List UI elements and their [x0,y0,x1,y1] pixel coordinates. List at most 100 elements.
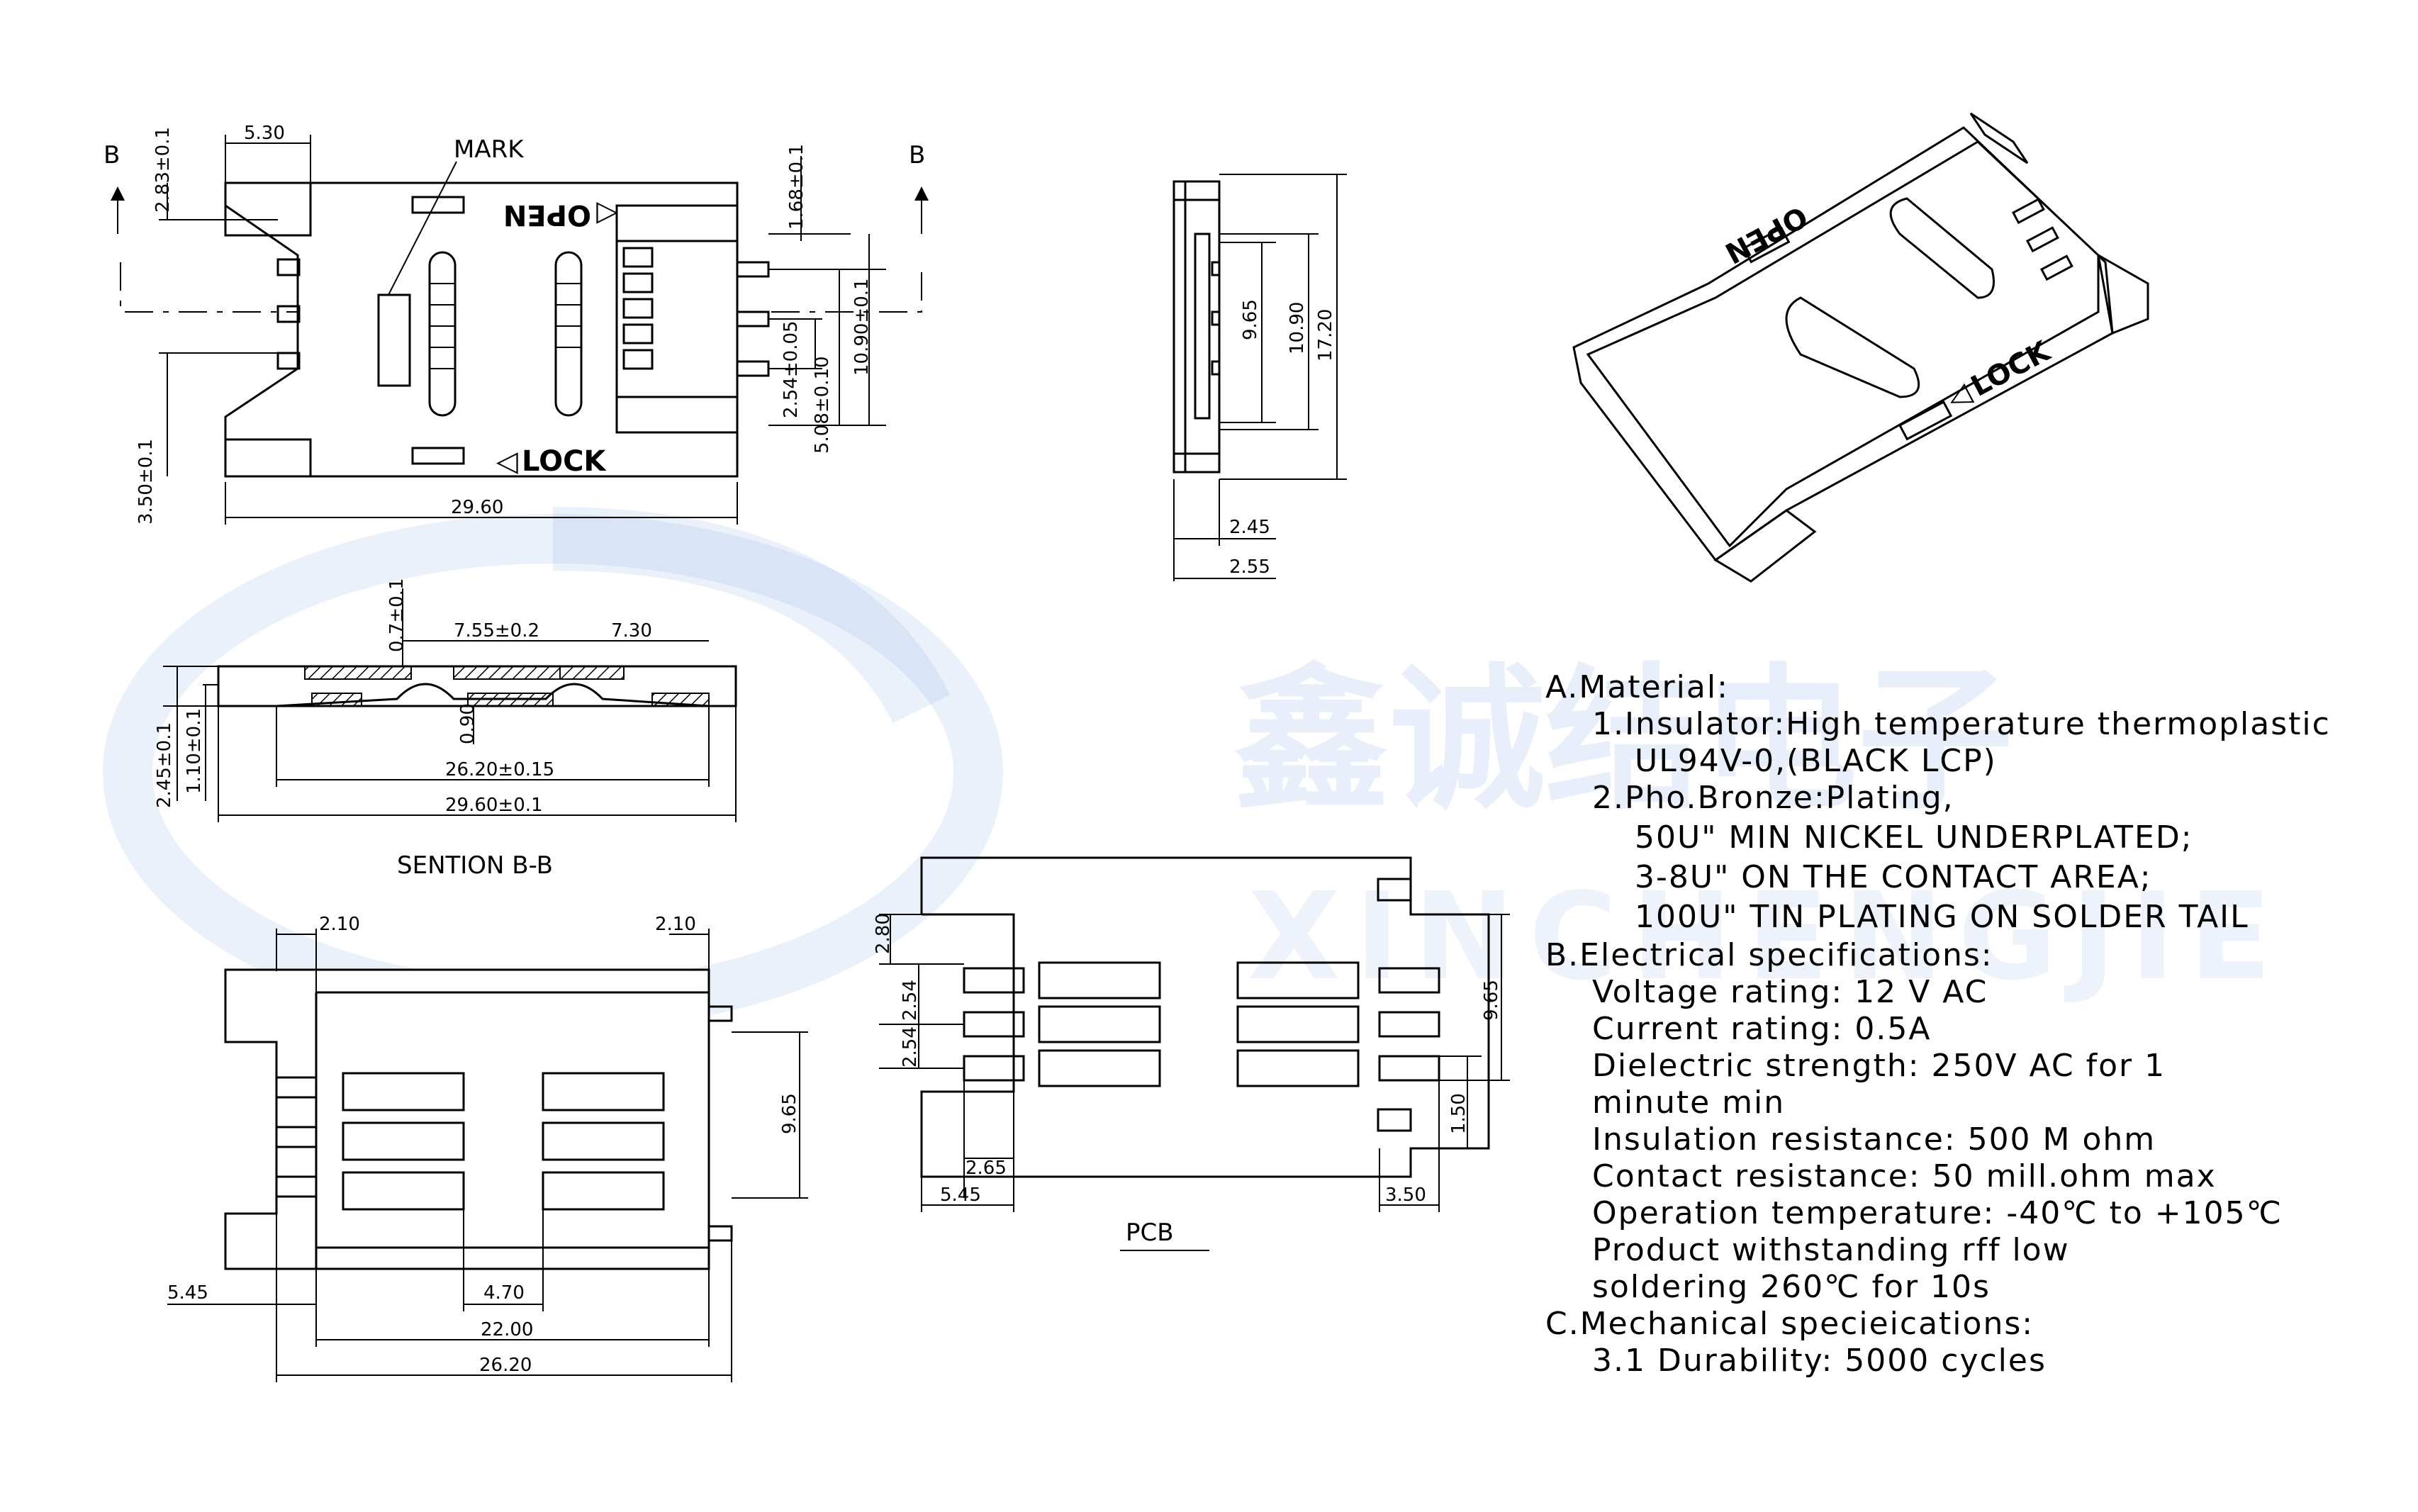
dim-sec-1-10: 1.10±0.1 [184,708,205,794]
dim-29-60: 29.60 [451,497,503,518]
bottom-view: 2.10 2.10 9.65 5.45 4.70 22.00 26.20 [167,914,808,1382]
dim-side-9-65: 9.65 [1240,299,1261,340]
dim-bot-2-10-left: 2.10 [319,914,360,935]
iso-mark-bottom [1898,401,1953,441]
spec-line-1: A.Material: [1545,669,1729,705]
pcb-contact-areas [1038,961,1360,1087]
iso-slot-left [1785,296,1920,398]
top-left-notch [224,181,312,237]
dim-bot-22-00: 22.00 [481,1319,533,1340]
dim-2-83: 2.83±0.1 [152,127,174,213]
dim-pcb-5-45: 5.45 [940,1185,981,1206]
section-mark-right: B [909,141,925,169]
dim-pcb-1-50: 1.50 [1448,1093,1470,1134]
pcb-title: PCB [1126,1219,1174,1247]
dim-sec-0-90: 0.90 [457,703,478,744]
top-view: B B MARK [103,123,929,525]
iso-slot-right [1889,197,1995,299]
spec-line-16: Product withstanding rff low [1592,1232,2070,1268]
spec-line-6: 3-8U" ON THE CONTACT AREA; [1635,859,2152,895]
dim-side-2-45: 2.45 [1229,517,1270,538]
top-left-lower-notch [224,438,312,478]
dim-sec-7-30: 7.30 [611,620,652,642]
iso-contacts [2011,198,2073,281]
dim-sec-26-20: 26.20±0.15 [445,759,554,780]
dim-2-54: 2.54±0.05 [780,320,802,418]
dim-side-17-20: 17.20 [1315,309,1336,362]
dim-bot-4-70: 4.70 [483,1282,525,1304]
dim-pcb-2-54-a: 2.54 [900,980,921,1021]
dim-bot-5-45: 5.45 [167,1282,208,1304]
section-hatch-1 [304,666,412,680]
iso-front-latch [1713,509,1817,583]
spec-line-11: Dielectric strength: 250V AC for 1 [1592,1048,2166,1084]
section-mark-left: B [103,141,120,169]
bottom-contacts [342,1072,665,1211]
iso-top-tab [1969,112,2029,164]
dim-pcb-2-54-b: 2.54 [900,1026,921,1068]
spec-line-19: 3.1 Durability: 5000 cycles [1592,1343,2047,1379]
spec-line-18: C.Mechanical specieications: [1545,1306,2034,1342]
section-title: SENTION B-B [397,851,553,880]
dim-5-08: 5.08±0.10 [812,356,833,454]
spec-line-9: Voltage rating: 12 V AC [1592,974,1988,1010]
open-arrow-icon: ◁ [596,198,618,231]
spec-line-14: Contact resistance: 50 mill.ohm max [1592,1158,2217,1194]
iso-mark-top [1742,226,1791,264]
bottom-outline [224,968,710,1270]
section-hatch-3 [559,666,625,680]
side-body [1172,180,1221,474]
pcb-view: 2.80 2.54 2.54 2.65 5.45 9.65 1.50 3.50 … [873,856,1510,1251]
side-view: 9.65 10.90 17.20 2.45 2.55 [1172,174,1347,581]
dim-sec-29-60: 29.60±0.1 [445,795,543,816]
iso-top [1586,140,2100,548]
dim-pcb-2-65: 2.65 [965,1158,1007,1179]
watermark-logo-arc [552,507,951,724]
slot-left [428,251,457,417]
watermark-english: XINCHENGJIE [1248,867,2285,1007]
spec-line-13: Insulation resistance: 500 M ohm [1592,1121,2156,1158]
open-text: OPEN [503,198,591,231]
spec-line-8: B.Electrical specifications: [1545,937,1993,973]
spec-line-4: 2.Pho.Bronze:Plating, [1592,780,1954,816]
dim-sec-0-7: 0.7±0.1 [386,578,408,652]
mark-label: MARK [454,135,525,164]
spec-line-3: UL94V-0,(BLACK LCP) [1635,743,1997,779]
specifications: A.Material: 1.Insulator:High temperature… [1545,669,2331,1379]
pcb-right-tab-2 [1377,1108,1412,1132]
dim-bot-26-20: 26.20 [479,1355,532,1376]
bottom-pins [275,1005,733,1242]
dim-pcb-2-80: 2.80 [873,913,894,954]
pcb-pads-right [1378,967,1440,1082]
spec-line-15: Operation temperature: -40℃ to +105℃ [1592,1195,2283,1231]
spec-line-5: 50U" MIN NICKEL UNDERPLATED; [1635,819,2193,856]
mark-rect [377,293,411,387]
iso-view: OPEN LOCK ◁ [1572,112,2149,583]
iso-right-tab [2096,253,2149,335]
dim-1-68: 1.68±0.1 [786,144,807,230]
dim-3-50: 3.50±0.1 [135,439,157,525]
dim-5-30: 5.30 [244,123,285,144]
pcb-right-tab [1377,878,1412,902]
spec-line-10: Current rating: 0.5A [1592,1011,1931,1047]
slot-right [554,251,583,417]
dim-pcb-3-50: 3.50 [1385,1185,1426,1206]
dim-bot-9-65: 9.65 [779,1093,800,1134]
dim-10-90: 10.90±0.1 [851,278,873,376]
watermark-chinese: 鑫诚结电子 [1233,649,2013,831]
spec-line-7: 100U" TIN PLATING ON SOLDER TAIL [1635,899,2249,935]
lock-text: LOCK [522,445,607,478]
spec-line-17: soldering 260℃ for 10s [1592,1269,1991,1305]
dim-sec-7-55: 7.55±0.2 [454,620,539,642]
section-view: 2.45±0.1 1.10±0.1 0.7±0.1 7.55±0.2 7.30 … [154,578,737,880]
dim-sec-2-45: 2.45±0.1 [154,722,175,808]
dim-bot-2-10-right: 2.10 [655,914,696,935]
spec-line-2: 1.Insulator:High temperature thermoplast… [1592,706,2331,742]
side-contacts [1194,233,1221,420]
dim-side-10-90: 10.90 [1287,302,1308,354]
slot-lines [430,283,581,369]
dim-side-2-55: 2.55 [1229,556,1270,578]
lock-arrow-icon: ◁ [496,445,518,478]
section-hatch-2 [453,666,561,680]
